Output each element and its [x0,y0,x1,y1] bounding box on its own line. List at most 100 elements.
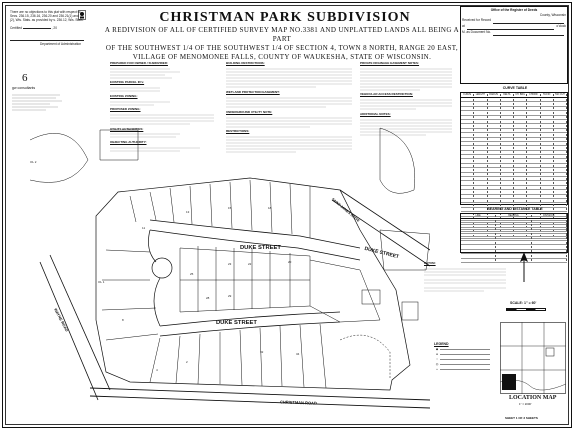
note-body-wetland [226,97,352,108]
curve-table-cell [527,199,541,202]
note-body-underground [226,117,352,127]
curve-table-cell [554,98,567,101]
department-label: Department of Administration [40,42,82,46]
curve-table-cell [514,120,528,123]
curve-table-cell [461,173,475,176]
note-heading-owner: PREPARED FOR OWNER / SUBDIVIDER: [110,61,168,65]
curve-table-cell [514,182,528,185]
register-heading: Office of the Register of Deeds [490,8,538,12]
curve-table-cell [541,133,554,136]
curve-table-cell [474,155,488,158]
curve-table-body [461,98,567,239]
curve-table-cell [474,138,488,141]
curve-table-cell [527,138,541,141]
bearing-table-cell [496,241,532,244]
curve-table-cell [527,142,541,145]
curve-table-cell [461,151,475,154]
curve-table-cell [501,151,514,154]
curve-table-cell [488,116,501,119]
curve-table-row [461,129,567,134]
curve-table-cell [541,151,554,154]
lot-label: 4 [156,368,158,372]
lot-label: 32 [260,350,264,354]
curve-table-cell [461,111,475,114]
note-body-drainage [360,68,452,90]
legend-item-2: ● [434,352,514,357]
bearing-table-header-cell: DISTANCE [532,215,567,217]
curve-table-cell [501,160,514,163]
duke-street-label-lower: DUKE STREET [216,320,257,326]
curve-table-cell [527,155,541,158]
curve-table-cell [554,177,567,180]
curve-table-cell [514,199,528,202]
curve-table-cell [474,120,488,123]
curve-table-cell [541,142,554,145]
curve-table-cell [527,208,541,211]
note-heading-objecting: OBJECTING AUTHORITY: [110,140,147,145]
curve-table-cell [514,151,528,154]
curve-table-cell [541,199,554,202]
outlot-label: OL 1 [98,280,105,284]
subtitle-line-3: VILLAGE OF MENOMONEE FALLS, COUNTY OF WA… [132,53,432,61]
curve-table-cell [474,173,488,176]
lot-label: 25 [190,272,194,276]
curve-table-cell [461,195,475,198]
legend-item-1: ◆ [434,347,514,352]
register-doc-row: M. as Document No. [462,30,566,36]
curve-table-cell [501,204,514,207]
curve-table-header-cell: RADIUS [488,94,501,96]
curve-table-cell [501,164,514,167]
note-heading-parcel-ids: EXISTING PARCEL ID's: [110,80,145,85]
curve-table-cell [514,177,528,180]
curve-table-cell [514,204,528,207]
notes-right-column: PRIVATE DRAINAGE EASEMENT NOTES: VEHICUL… [360,61,456,138]
curve-table-cell [541,107,554,110]
curve-table-cell [554,168,567,171]
curve-table-cell [554,208,567,211]
curve-table-cell [541,138,554,141]
register-received-label: Received for Record [462,18,492,22]
curve-table-cell [461,142,475,145]
curve-table-cell [514,125,528,128]
bearing-table-body [461,219,567,263]
curve-table-cell [527,190,541,193]
curve-table-cell [554,107,567,110]
legend-item-5: + [434,367,514,372]
curve-table-cell [541,111,554,114]
bearing-table-row [461,223,567,228]
curve-table-cell [488,160,501,163]
curve-table-cell [488,182,501,185]
curve-table-cell [501,116,514,119]
curve-table-header-cell: TAN IN [541,94,554,96]
curve-table-cell [527,146,541,149]
curve-table-cell [554,204,567,207]
curve-table-row [461,195,567,199]
curve-table-cell [461,155,475,158]
curve-table-cell [461,177,475,180]
curve-table-cell [474,142,488,145]
curve-table-cell [461,182,475,185]
curve-table-cell [474,190,488,193]
curve-table-cell [554,125,567,128]
curve-table-cell [541,120,554,123]
lot-label: 11 [142,226,146,230]
curve-table-cell [501,146,514,149]
lot-label: 2 [186,360,188,364]
curve-table-cell [527,195,541,198]
curve-table-cell [501,177,514,180]
curve-table-cell [541,190,554,193]
curve-table-cell [488,98,501,101]
curve-table-cell [554,190,567,193]
curve-table-row [461,111,567,116]
curve-table-cell [474,116,488,119]
curve-table-cell [474,129,488,132]
curve-table-cell [488,151,501,154]
curve-table-cell [541,98,554,101]
certified-label: Certified [10,26,22,30]
bearing-table-cell [496,237,532,240]
curve-table-cell [554,173,567,176]
bearing-table-cell [461,224,497,227]
curve-table-cell [554,129,567,132]
curve-table-cell [501,182,514,185]
